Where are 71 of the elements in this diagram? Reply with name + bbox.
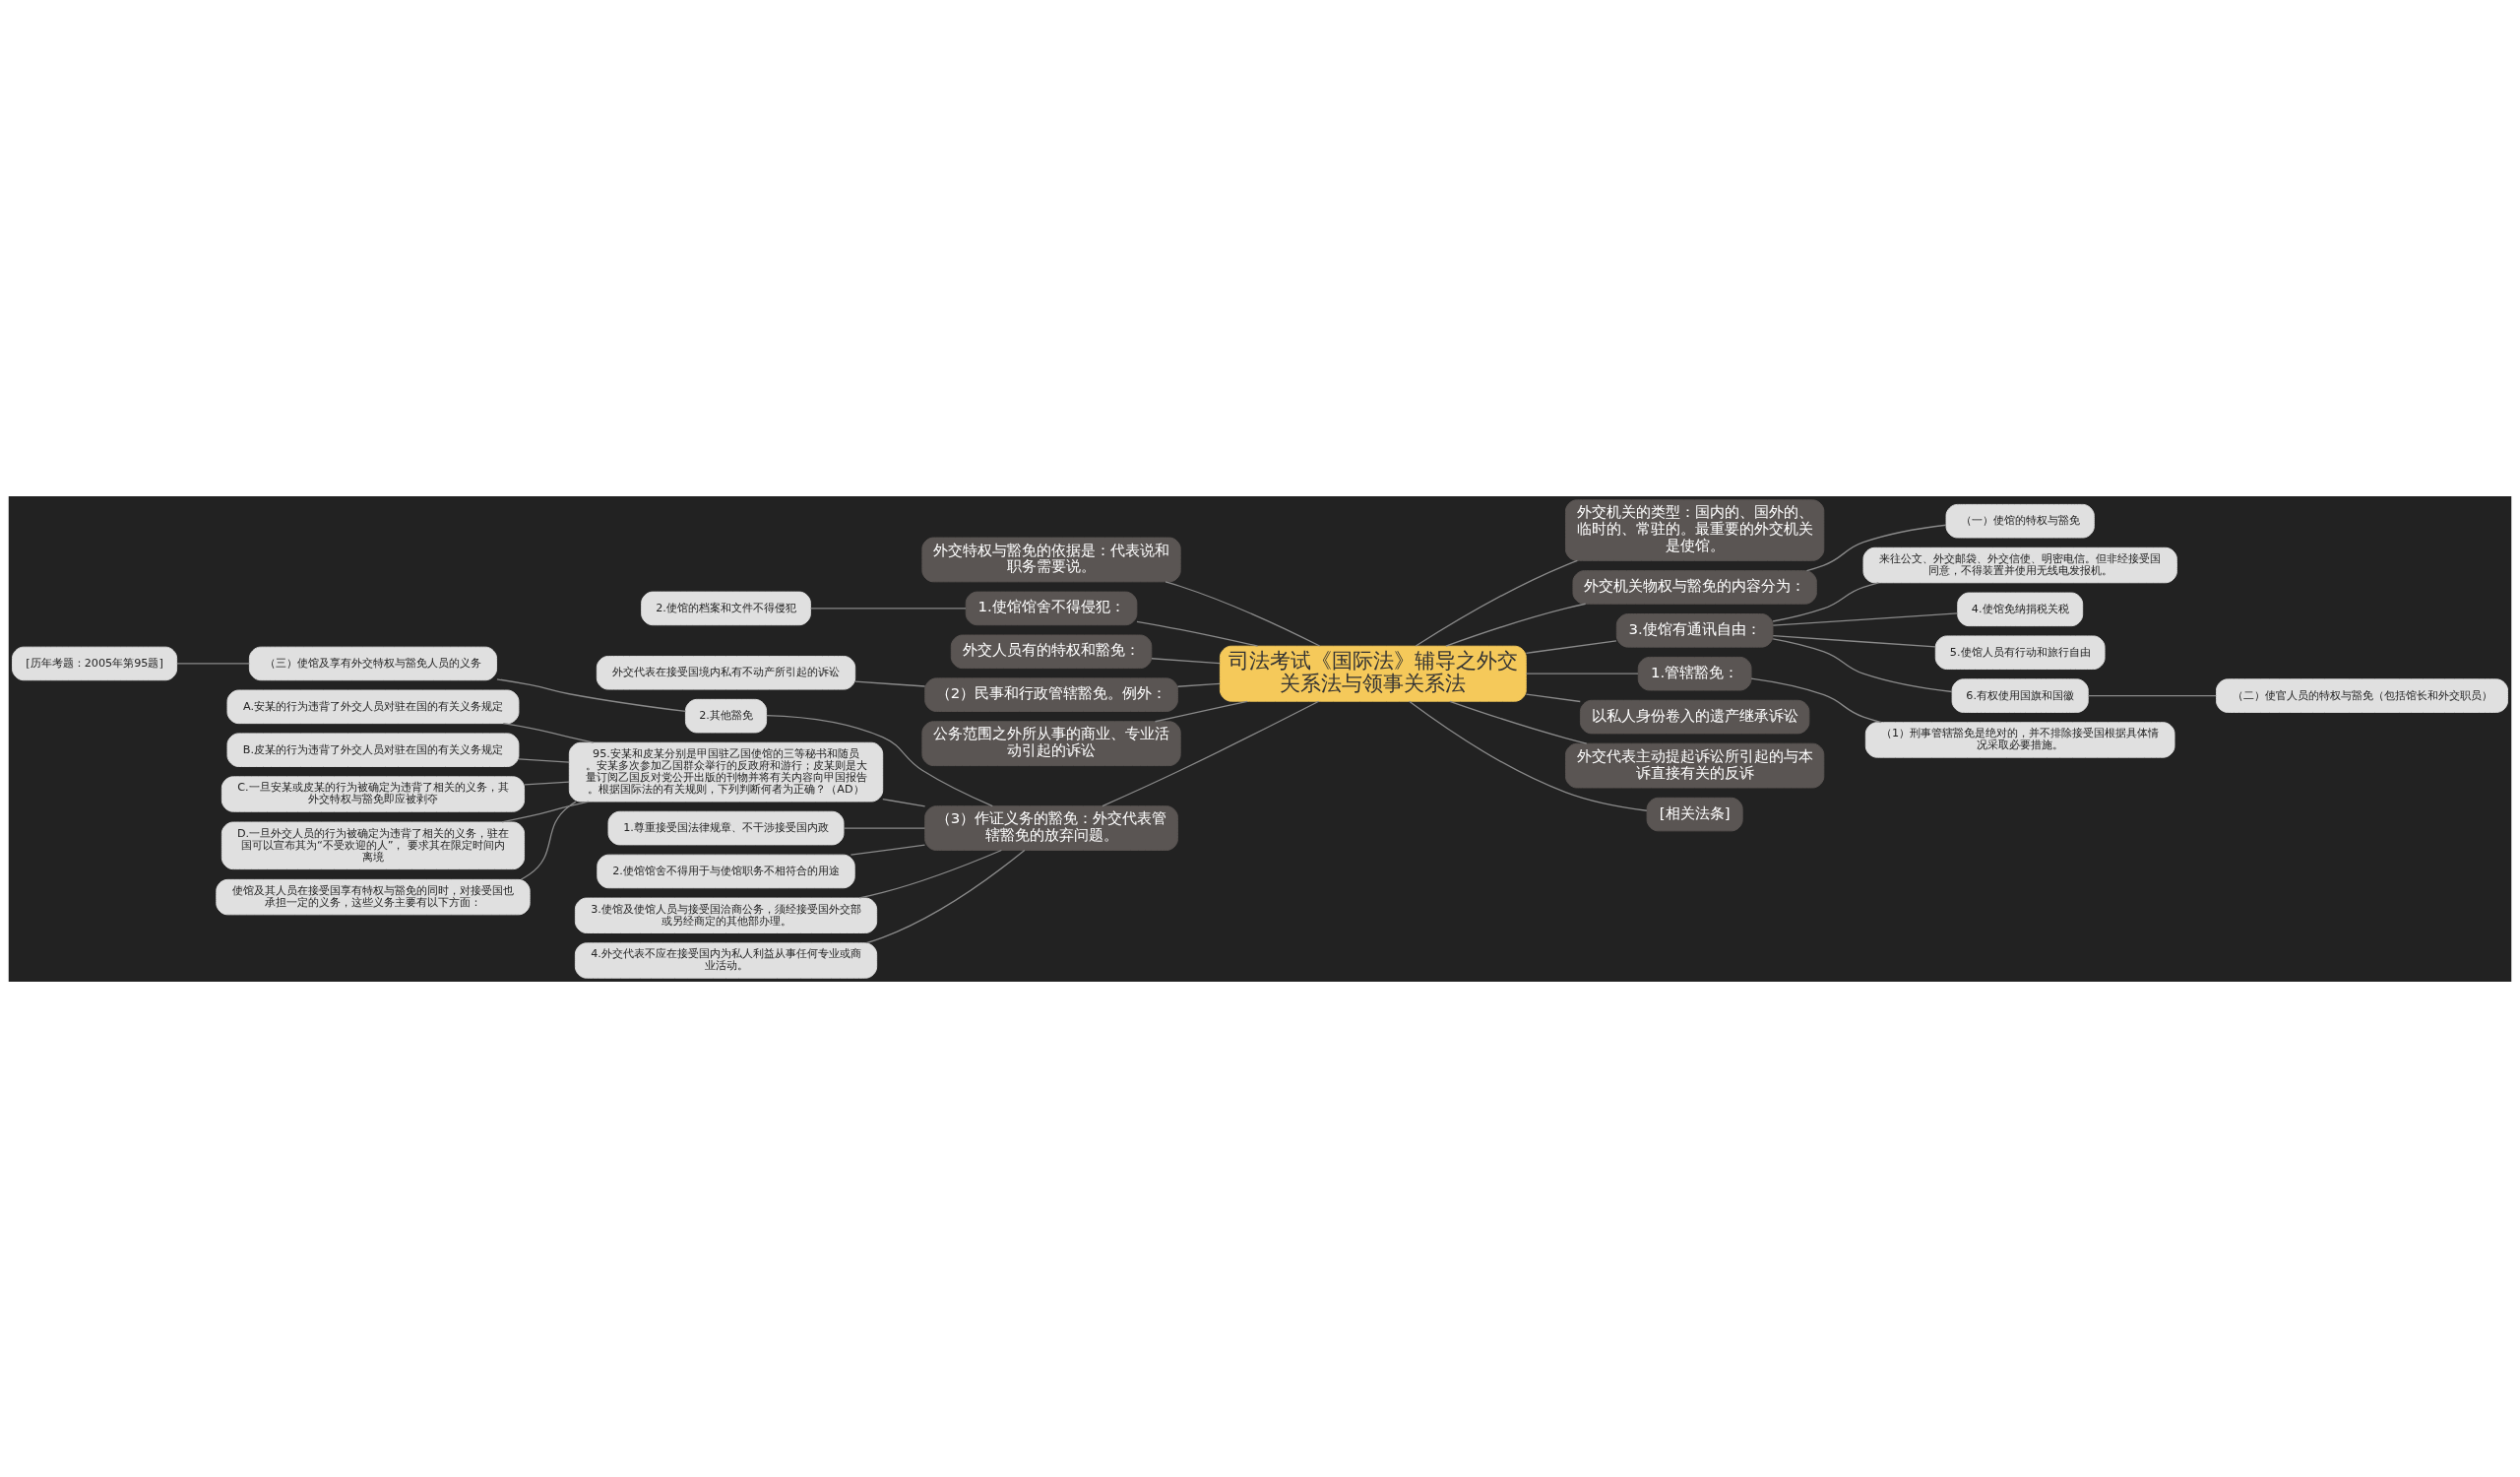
node-box: D.一旦外交人员的行为被确定为违背了相关的义务，驻在国可以宣布其为“不受欢迎的人”， 要求其在限定时间内离境 <box>220 821 526 869</box>
connector <box>850 843 926 856</box>
node-box: B.皮某的行为违背了外交人员对驻在国的有关义务规定 <box>226 732 520 767</box>
node-box: 3.使馆有通讯自由： <box>1615 612 1774 648</box>
connector <box>1176 682 1221 687</box>
connector <box>854 680 926 687</box>
node-box: 外交机关物权与豁免的内容分为： <box>1572 569 1817 605</box>
node-box: 外交代表在接受国境内私有不动产所引起的诉讼 <box>596 655 856 690</box>
node-box: （三）使馆及享有外交特权与豁免人员的义务 <box>248 646 497 680</box>
connector <box>1136 620 1259 647</box>
connector <box>2087 694 2217 696</box>
connector <box>496 677 687 712</box>
node-box: 2.使馆馆舍不得用于与使馆职务不相符合的用途 <box>597 854 855 888</box>
connector <box>865 849 1026 943</box>
node-box: [相关法条] <box>1646 797 1743 831</box>
connector <box>501 800 590 823</box>
connector <box>518 757 570 763</box>
node-box: 95.安某和皮某分别是甲国驻乙国使馆的三等秘书和随员。安某多次参加乙国群众举行的反政府和游行；皮某则是大量订阅乙国反对党公开出版的刊物并将有关内容向甲国报告。根据国际法的有关规则，下列判断何者为正确？（AD） <box>568 741 884 802</box>
node-box: 1.管辖豁免： <box>1637 656 1752 690</box>
connector <box>1449 700 1588 744</box>
node-box: 司法考试《国际法》辅导之外交关系法与领事关系法 <box>1219 645 1527 702</box>
connector <box>1805 524 1947 571</box>
node-box: 2.其他豁免 <box>684 698 768 733</box>
connector <box>1772 581 1879 622</box>
node-box: 外交代表主动提起诉讼所引起的与本诉直接有关的反诉 <box>1565 742 1825 788</box>
connector <box>524 780 570 786</box>
connector <box>1165 580 1321 647</box>
connector <box>1408 700 1648 811</box>
connector <box>1750 677 1882 723</box>
node-box: （二）使官人员的特权与豁免（包括馆长和外交职员） <box>2216 677 2508 713</box>
connector <box>1772 634 1936 648</box>
connector <box>766 714 993 806</box>
connector <box>882 798 926 807</box>
connector <box>1102 700 1320 806</box>
node-box: 以私人身份卷入的遗产继承诉讼 <box>1579 699 1810 734</box>
connector <box>858 849 1003 899</box>
connector <box>1525 639 1617 654</box>
connector <box>1772 637 1953 692</box>
node-box: 2.使馆的档案和文件不得侵犯 <box>641 591 811 625</box>
node-box: A.安某的行为违背了外交人员对驻在国的有关义务规定 <box>226 689 520 724</box>
connector <box>1772 611 1959 626</box>
connector <box>1445 603 1587 647</box>
node-box: 外交机关的类型：国内的、国外的、临时的、常驻的。最重要的外交机关是使馆。 <box>1565 498 1825 561</box>
connector <box>1525 692 1581 702</box>
node-box: （一）使馆的特权与豁免 <box>1945 503 2095 538</box>
node-box: （1）刑事管辖豁免是绝对的，并不排除接受国根据具体情况采取必要措施。 <box>1864 721 2175 758</box>
node-box: 4.外交代表不应在接受国内为私人利益从事任何专业或商业活动。 <box>574 941 878 979</box>
node-box: 1.使馆馆舍不得侵犯： <box>965 591 1138 625</box>
connector <box>1415 559 1579 647</box>
node-box: 公务范围之外所从事的商业、专业活动引起的诉讼 <box>921 720 1181 766</box>
connector <box>1154 700 1248 722</box>
node-box: 5.使馆人员有行动和旅行自由 <box>1934 634 2106 670</box>
node-box: （3）作证义务的豁免：外交代表管辖豁免的放弃问题。 <box>924 804 1178 851</box>
node-box: 外交人员有的特权和豁免： <box>950 634 1153 669</box>
connector <box>1151 657 1221 664</box>
node-box: 来往公文、外交邮袋、外交信使、明密电信。但非经接受国同意，不得装置并使用无线电发报机。 <box>1862 546 2177 583</box>
node-box: 3.使馆及使馆人员与接受国洽商公务，须经接受国外交部或另经商定的其他部办理。 <box>574 897 878 933</box>
node-box: C.一旦安某或皮某的行为被确定为违背了相关的义务，其外交特权与豁免即应被剥夺 <box>220 775 526 812</box>
node-box: （2）民事和行政管辖豁免。例外： <box>924 676 1178 712</box>
node-box: [历年考题：2005年第95题] <box>12 646 178 680</box>
connector <box>843 826 926 829</box>
node-box: 1.尊重接受国法律规章、不干涉接受国内政 <box>607 810 845 845</box>
connector <box>1525 673 1639 674</box>
connector <box>809 607 967 610</box>
connector <box>502 722 595 743</box>
node-box: 外交特权与豁免的依据是：代表说和职务需要说。 <box>921 537 1181 582</box>
connector <box>176 662 250 665</box>
connector <box>520 801 577 880</box>
node-box: 使馆及其人员在接受国享有特权与豁免的同时，对接受国也承担一定的义务，这些义务主要有以下方面： <box>216 878 531 915</box>
node-box: 4.使馆免纳捐税关税 <box>1957 592 2084 626</box>
node-box: 6.有权使用国旗和国徽 <box>1951 677 2089 713</box>
